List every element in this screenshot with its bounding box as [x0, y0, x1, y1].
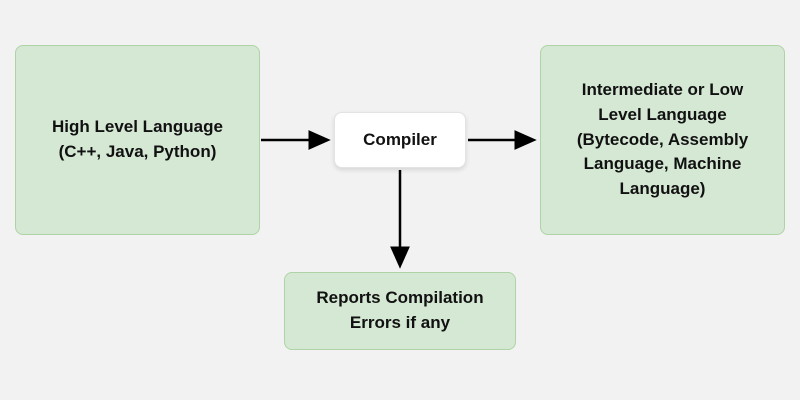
node-high-level-language: High Level Language (C++, Java, Python) [15, 45, 260, 235]
node-compilation-errors-label: Reports Compilation Errors if any [316, 288, 484, 332]
node-output-language-label: Intermediate or Low Level Language (Byte… [576, 80, 749, 198]
node-compiler-label: Compiler [363, 129, 437, 149]
node-high-level-language-label: High Level Language (C++, Java, Python) [52, 117, 223, 161]
node-output-language: Intermediate or Low Level Language (Byte… [540, 45, 785, 235]
node-compiler: Compiler [334, 112, 466, 168]
node-compilation-errors: Reports Compilation Errors if any [284, 272, 516, 350]
